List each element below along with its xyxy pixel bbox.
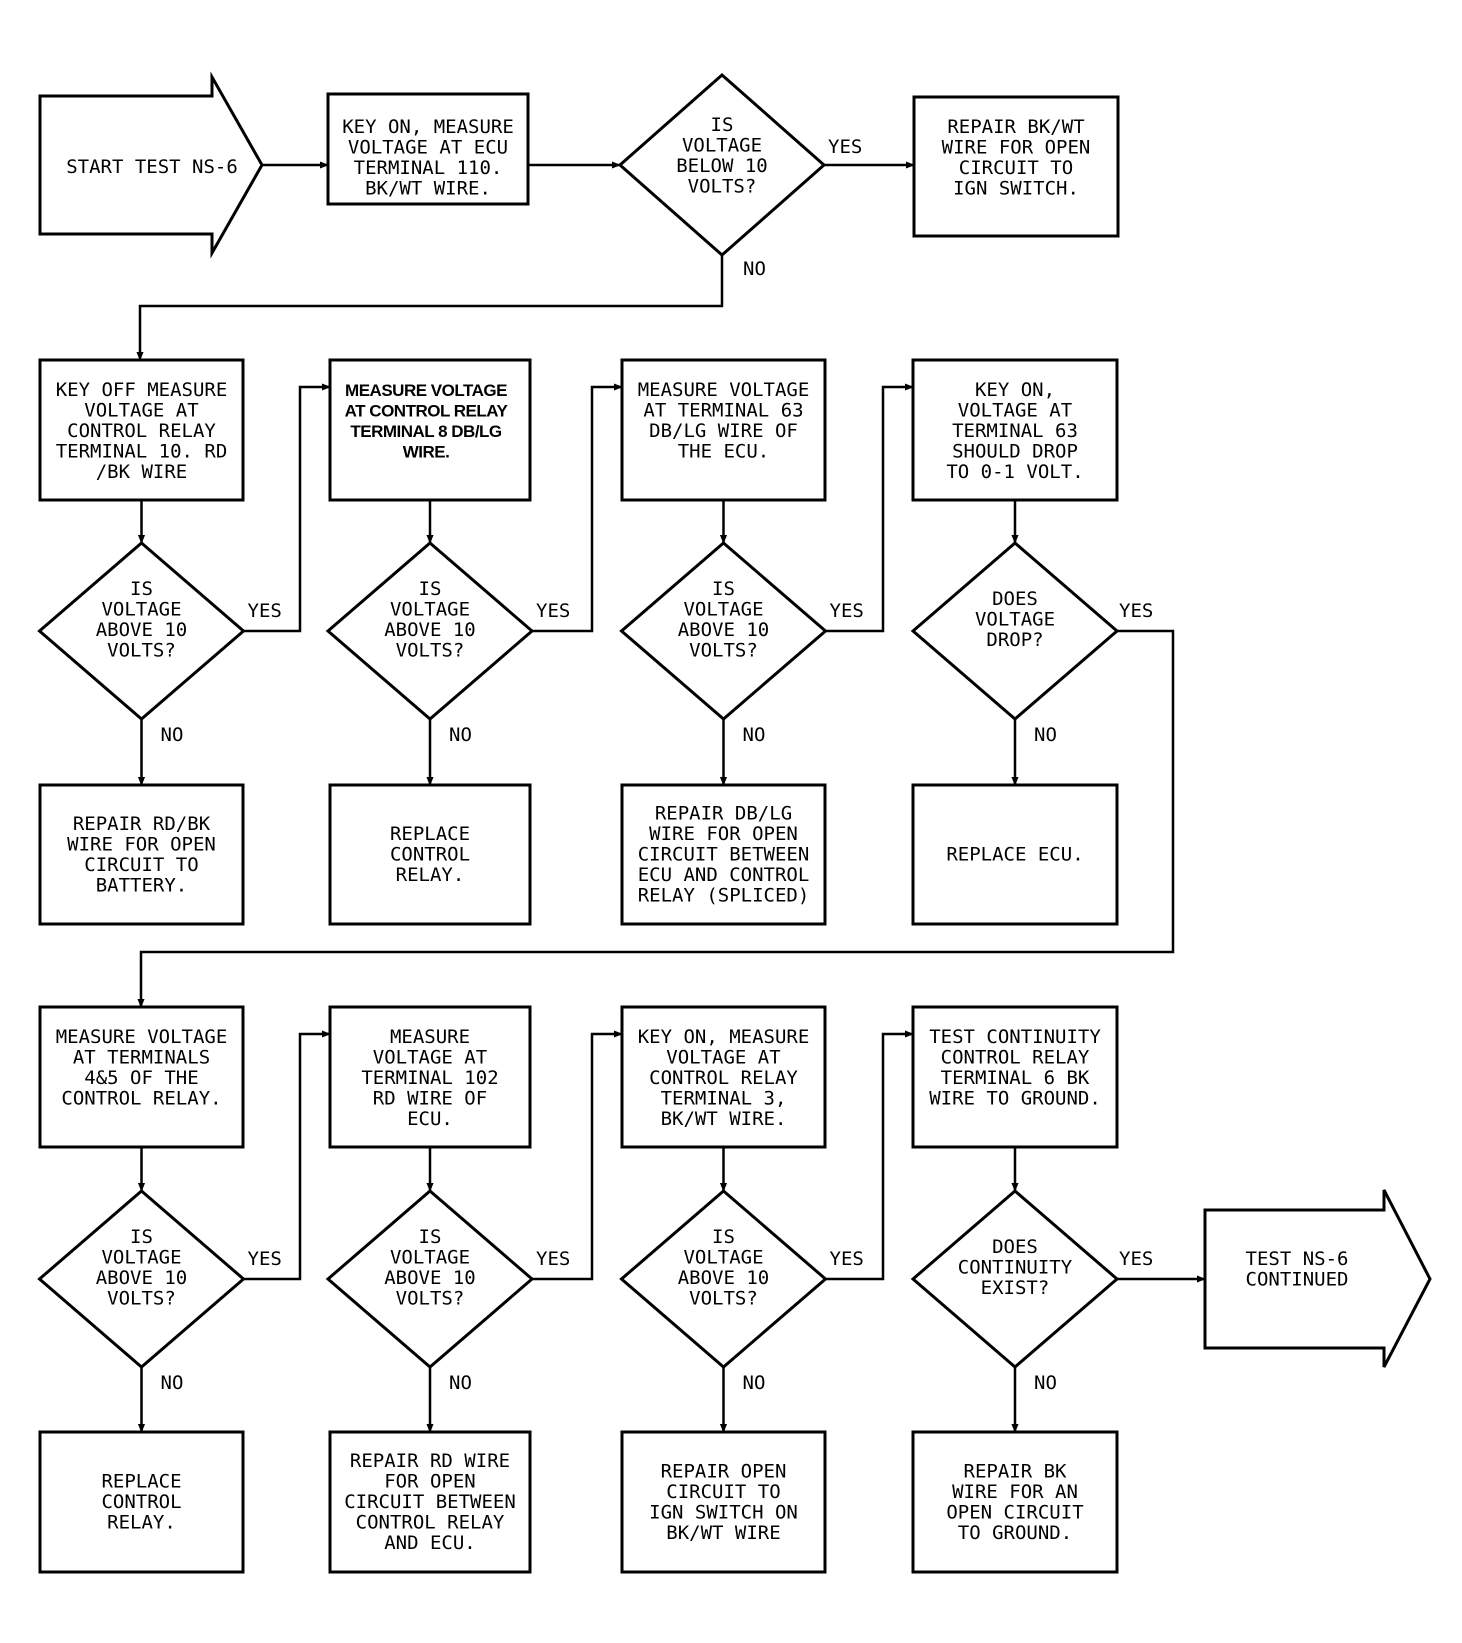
row2-outcome-0 bbox=[38, 783, 245, 926]
row2-yes-label-2: YES bbox=[830, 600, 864, 622]
row2-decision-2 bbox=[619, 541, 828, 721]
repair-bkwt-box bbox=[912, 95, 1120, 238]
no-label: NO bbox=[743, 258, 766, 280]
row2-yes-label-3: YES bbox=[1119, 600, 1153, 622]
row2-outcome-3 bbox=[911, 783, 1119, 926]
row2-box-3 bbox=[911, 358, 1119, 502]
row3-outcome-3 bbox=[911, 1430, 1119, 1574]
voltage-below-10-decision bbox=[617, 72, 827, 258]
row2-wire-yes-2 bbox=[825, 383, 914, 633]
row3-outcome-2 bbox=[620, 1430, 827, 1574]
row2-wire-yes-1 bbox=[532, 383, 623, 633]
row3-no-label-3: NO bbox=[1034, 1372, 1057, 1394]
row2-outcome-2 bbox=[620, 783, 827, 926]
row3-box-3 bbox=[911, 1005, 1119, 1149]
row3-wire-yes-1 bbox=[532, 1030, 623, 1281]
row3-yes-label-2: YES bbox=[830, 1248, 864, 1270]
wire-no-to-row2 bbox=[136, 255, 724, 361]
row2-box-2 bbox=[620, 358, 827, 502]
row2-no-label-1: NO bbox=[449, 724, 472, 746]
row2-yes-label-0: YES bbox=[248, 600, 282, 622]
row2-decision-0 bbox=[37, 541, 246, 721]
row2-no-label-0: NO bbox=[161, 724, 184, 746]
row3-box-1 bbox=[328, 1005, 532, 1149]
row3-outcome-1 bbox=[328, 1430, 532, 1574]
test-continued-arrow bbox=[1203, 1189, 1432, 1368]
row2-decision-3 bbox=[910, 541, 1120, 721]
row3-decision-0 bbox=[37, 1189, 246, 1369]
row3-box-0 bbox=[38, 1005, 245, 1149]
row2-decision-1 bbox=[325, 541, 535, 721]
row3-decision-2 bbox=[619, 1189, 828, 1369]
row3-box-2 bbox=[620, 1005, 827, 1149]
row3-no-label-1: NO bbox=[449, 1372, 472, 1394]
row3-yes-label-3: YES bbox=[1119, 1248, 1153, 1270]
row3-outcome-0 bbox=[38, 1430, 245, 1574]
start-test-arrow bbox=[38, 71, 264, 259]
row2-box-0 bbox=[38, 358, 245, 502]
row3-wire-yes-0 bbox=[243, 1030, 331, 1281]
yes-label: YES bbox=[828, 136, 862, 158]
row3-decision-1 bbox=[325, 1189, 535, 1369]
row3-no-label-2: NO bbox=[743, 1372, 766, 1394]
row2-no-label-2: NO bbox=[743, 724, 766, 746]
row3-wire-yes-2 bbox=[825, 1030, 914, 1281]
row3-decision-3 bbox=[910, 1189, 1120, 1369]
row2-outcome-1 bbox=[328, 783, 532, 926]
row2-box-1 bbox=[328, 358, 532, 502]
row2-outcome-3-text: REPLACE ECU. bbox=[946, 844, 1083, 866]
row2-yes-label-1: YES bbox=[536, 600, 570, 622]
row2-no-label-3: NO bbox=[1034, 724, 1057, 746]
row3-yes-label-1: YES bbox=[536, 1248, 570, 1270]
row2-wire-yes-0 bbox=[243, 383, 331, 633]
measure-ecu110-box bbox=[326, 92, 530, 206]
row3-no-label-0: NO bbox=[161, 1372, 184, 1394]
wire-row2-yes-to-row3 bbox=[137, 629, 1175, 1008]
row3-yes-label-0: YES bbox=[248, 1248, 282, 1270]
start-test-label: START TEST NS-6 bbox=[66, 156, 238, 178]
